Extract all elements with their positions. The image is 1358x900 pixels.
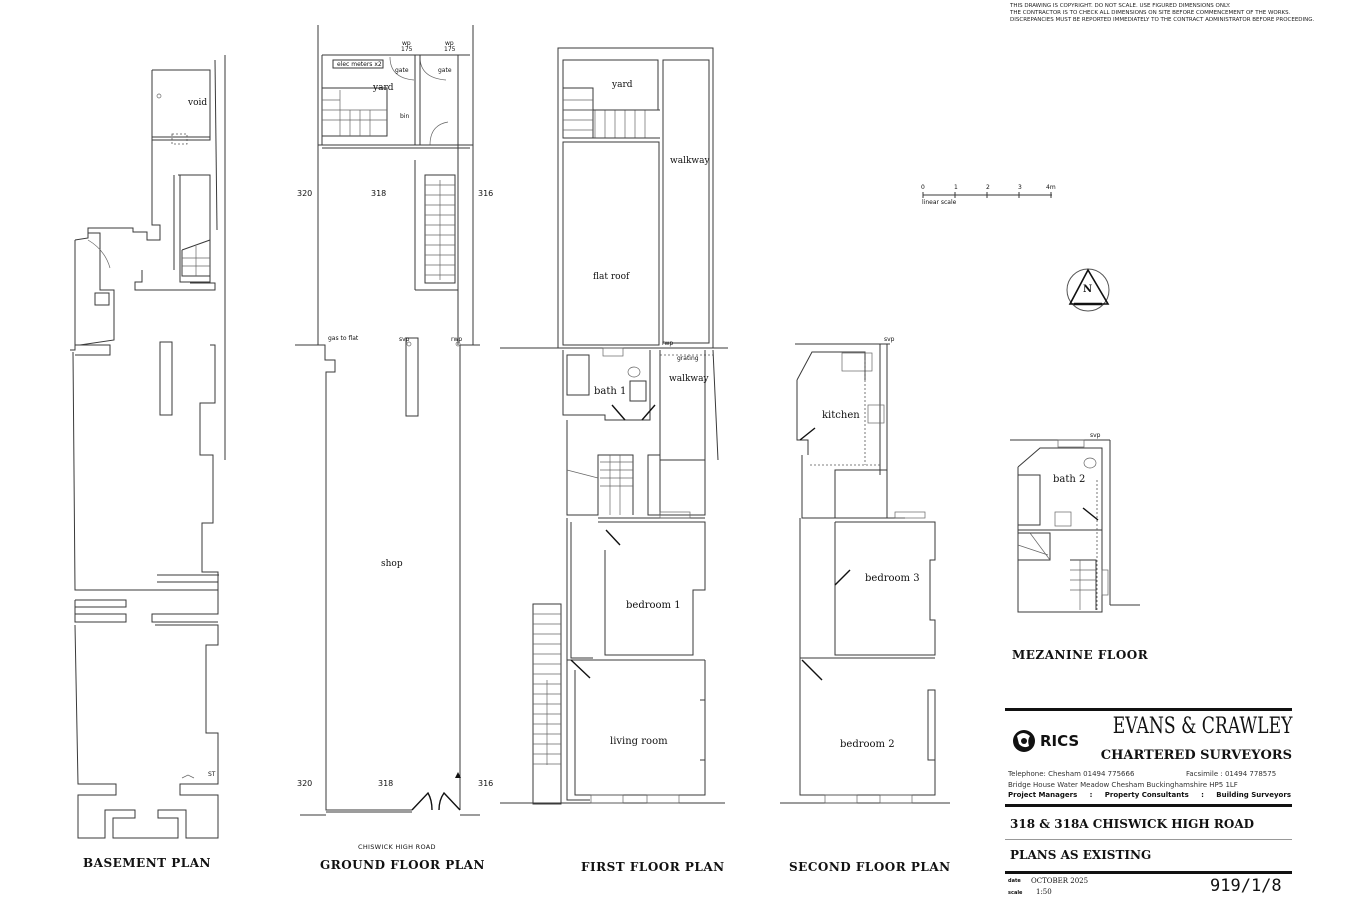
drawing-number: 919/1/8 bbox=[1210, 876, 1282, 896]
mezzanine-plan-title: MEZANINE FLOOR bbox=[1012, 648, 1149, 662]
room-label-walkway-mid: walkway bbox=[669, 374, 709, 384]
firm-address: Bridge House Water Meadow Chesham Buckin… bbox=[1008, 781, 1238, 789]
room-label-walkway-top: walkway bbox=[670, 156, 710, 166]
annotation-second-svp: svp bbox=[884, 336, 895, 343]
service-project-managers: Project Managers bbox=[1008, 791, 1078, 799]
room-label-yard: yard bbox=[373, 83, 394, 93]
annotation-wp1-value: 175 bbox=[401, 46, 413, 53]
firm-name: EVANS & CRAWLEY bbox=[1112, 714, 1292, 739]
service-property-consultants: Property Consultants bbox=[1104, 791, 1189, 799]
note-line-2: THE CONTRACTOR IS TO CHECK ALL DIMENSION… bbox=[1010, 10, 1291, 16]
ground-floor-plan-title: GROUND FLOOR PLAN bbox=[320, 858, 485, 872]
firm-facsimile: Facsimile : 01494 778575 bbox=[1186, 770, 1277, 778]
mezzanine-plan-drawing bbox=[1010, 439, 1140, 613]
scale-tick-1: 1 bbox=[954, 184, 958, 191]
room-label-gate-1: gate bbox=[395, 67, 409, 74]
annotation-st: ST bbox=[208, 771, 216, 778]
note-line-1: THIS DRAWING IS COPYRIGHT. DO NOT SCALE.… bbox=[1010, 3, 1231, 9]
room-label-bedroom-3: bedroom 3 bbox=[865, 573, 920, 584]
room-label-bath-2: bath 2 bbox=[1053, 474, 1086, 485]
annotation-svp: svp bbox=[399, 336, 410, 343]
annotation-mezzanine-svp: svp bbox=[1090, 432, 1101, 439]
note-line-3: DISCREPANCIES MUST BE REPORTED IMMEDIATE… bbox=[1010, 17, 1315, 23]
north-label: N bbox=[1083, 284, 1093, 295]
copyright-notes: THIS DRAWING IS COPYRIGHT. DO NOT SCALE.… bbox=[1010, 3, 1314, 24]
drawing-scale: 1:50 bbox=[1036, 888, 1052, 896]
first-floor-plan-title: FIRST FLOOR PLAN bbox=[581, 860, 725, 874]
project-title: 318 & 318A CHISWICK HIGH ROAD bbox=[1010, 817, 1255, 831]
drawing-date: OCTOBER 2025 bbox=[1031, 877, 1089, 885]
scale-bar-drawing bbox=[922, 192, 1052, 198]
date-label: date bbox=[1008, 878, 1021, 884]
title-block-mid-rule bbox=[1005, 804, 1292, 807]
room-label-kitchen: kitchen bbox=[822, 410, 860, 421]
service-building-surveyors: Building Surveyors bbox=[1216, 791, 1291, 799]
room-label-living-room: living room bbox=[610, 736, 668, 747]
house-number-318-bottom: 318 bbox=[378, 779, 394, 788]
annotation-wp2-value: 175 bbox=[444, 46, 456, 53]
scale-tick-2: 2 bbox=[986, 184, 990, 191]
scale-tick-4: 4m bbox=[1046, 184, 1056, 191]
house-number-316-bottom: 316 bbox=[478, 779, 494, 788]
title-block-top-rule bbox=[1005, 708, 1292, 711]
title-block-bottom-rule bbox=[1005, 871, 1292, 874]
firm-telephone: Telephone: Chesham 01494 775666 bbox=[1008, 770, 1135, 778]
annotation-wp2: wp bbox=[445, 40, 454, 47]
house-number-320-top: 320 bbox=[297, 189, 313, 198]
service-separator: : bbox=[1201, 791, 1204, 799]
firm-services: Project Managers : Property Consultants … bbox=[1008, 791, 1291, 799]
first-floor-plan-drawing bbox=[500, 47, 728, 805]
room-label-first-yard: yard bbox=[612, 80, 633, 90]
annotation-rwp: rwp bbox=[451, 336, 463, 343]
drawing-title: PLANS AS EXISTING bbox=[1010, 848, 1152, 862]
firm-subtitle: CHARTERED SURVEYORS bbox=[1100, 748, 1292, 763]
room-label-bedroom-1: bedroom 1 bbox=[626, 600, 681, 611]
basement-plan-title: BASEMENT PLAN bbox=[83, 856, 212, 870]
room-label-void: void bbox=[188, 98, 208, 108]
room-label-flat-roof: flat roof bbox=[593, 272, 630, 282]
annotation-elec-meters: elec meters x2 bbox=[337, 61, 382, 68]
room-label-bin: bin bbox=[400, 113, 410, 120]
scale-label: linear scale bbox=[922, 199, 957, 206]
rics-logo-text: RICS bbox=[1040, 732, 1080, 750]
street-name: CHISWICK HIGH ROAD bbox=[358, 843, 436, 851]
title-block-divider bbox=[1005, 839, 1292, 840]
scale-tick-3: 3 bbox=[1018, 184, 1022, 191]
second-floor-plan-title: SECOND FLOOR PLAN bbox=[789, 860, 951, 874]
house-number-316-top: 316 bbox=[478, 189, 494, 198]
basement-plan-drawing bbox=[70, 55, 226, 839]
annotation-gas-to-flat: gas to flat bbox=[328, 335, 359, 342]
ground-floor-plan-drawing bbox=[295, 25, 480, 816]
room-label-bedroom-2: bedroom 2 bbox=[840, 739, 895, 750]
house-number-320-bottom: 320 bbox=[297, 779, 313, 788]
annotation-grating: grating bbox=[677, 355, 699, 362]
service-separator: : bbox=[1089, 791, 1093, 799]
room-label-bath-1: bath 1 bbox=[594, 386, 627, 397]
scale-tick-0: 0 bbox=[921, 184, 925, 191]
house-number-318-top: 318 bbox=[371, 189, 387, 198]
scale-label-tb: scale bbox=[1008, 890, 1023, 896]
annotation-wp1: wp bbox=[402, 40, 411, 47]
rics-lion-icon bbox=[1013, 730, 1035, 752]
room-label-gate-2: gate bbox=[438, 67, 452, 74]
second-floor-plan-drawing bbox=[780, 343, 950, 804]
north-arrow-icon bbox=[1066, 268, 1110, 312]
room-label-shop: shop bbox=[381, 559, 403, 569]
annotation-first-rwp: rwp bbox=[662, 340, 674, 347]
